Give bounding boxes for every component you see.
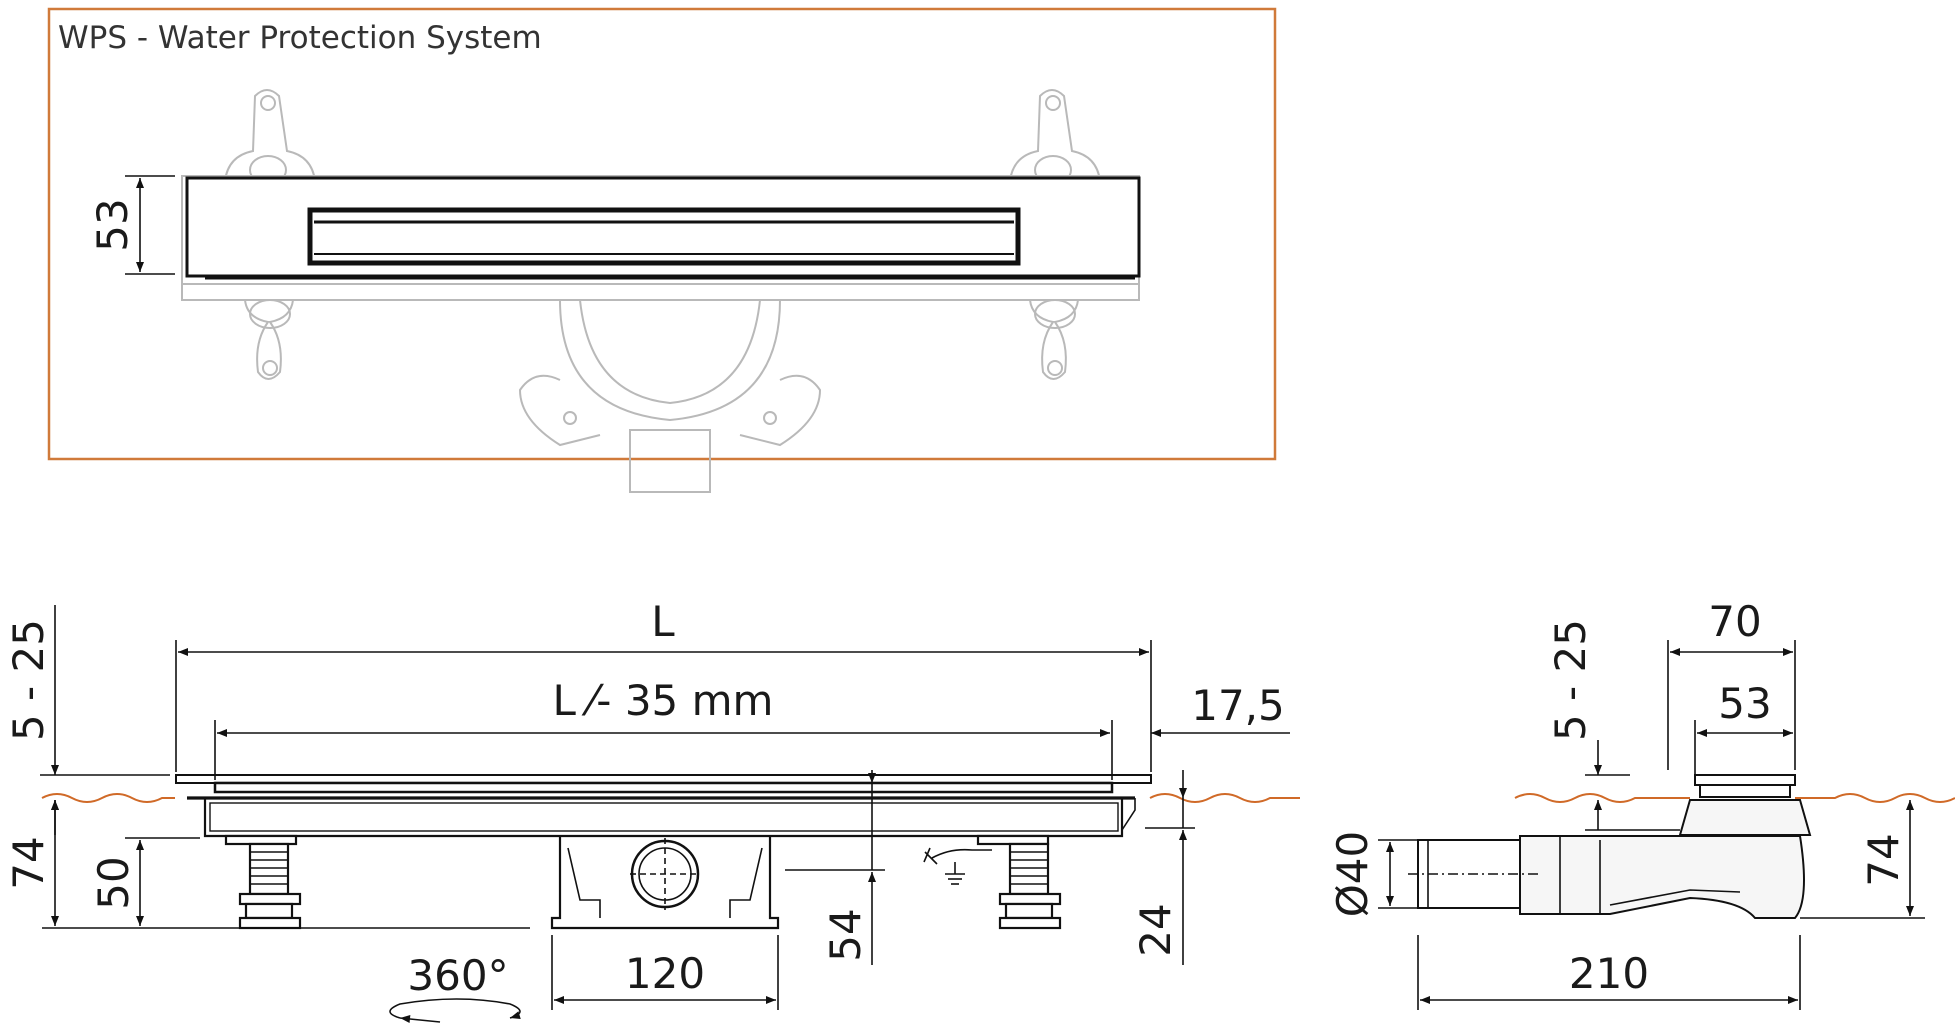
dim-diameter-40: Ø40 (1328, 831, 1418, 918)
ghost-assembly (181, 89, 1140, 493)
rotation-indicator: 360° (389, 951, 521, 1023)
dim-120: 120 (551, 935, 779, 1010)
dim-17-5: 17,5 (1151, 681, 1290, 737)
rotation-label: 360° (407, 951, 508, 1000)
dim-210-label: 210 (1569, 949, 1649, 998)
dim-L-minus-35: L ⁄- 35 mm (214, 676, 1113, 780)
left-foot (224, 834, 302, 930)
dim-74-front-label: 74 (4, 836, 53, 889)
dim-50-label: 50 (89, 856, 138, 909)
dim-53-side: 53 (1694, 679, 1793, 775)
dim-74-front: 74 (4, 800, 59, 926)
dim-70: 70 (1667, 597, 1796, 770)
dim-24-label: 24 (1131, 903, 1180, 956)
wps-drain (185, 176, 1141, 280)
front-view: L L ⁄- 35 mm 17,5 5 - 25 74 (4, 597, 1300, 1023)
dim-120-label: 120 (625, 949, 705, 998)
dim-5-25-side-label: 5 - 25 (1546, 619, 1595, 741)
side-body (1408, 835, 1805, 919)
dim-53-label: 53 (88, 198, 137, 251)
side-view: 70 53 5 - 25 Ø40 74 (1328, 597, 1955, 1010)
wps-panel: WPS - Water Protection System (47, 7, 1277, 493)
dim-L: L (175, 597, 1152, 772)
dim-24: 24 (1131, 770, 1195, 965)
dim-54-label: 54 (821, 908, 870, 961)
floor-line-left (41, 793, 175, 803)
dim-diameter-40-label: Ø40 (1328, 831, 1377, 918)
dim-17-5-label: 17,5 (1191, 681, 1285, 730)
front-outlet (550, 836, 780, 930)
dim-74-side: 74 (1800, 800, 1925, 919)
dim-50: 50 (89, 837, 200, 926)
right-foot (976, 834, 1062, 930)
dim-L-minus-35-label: L ⁄- 35 mm (553, 676, 774, 725)
dim-74-side-label: 74 (1859, 833, 1908, 886)
dim-210: 210 (1417, 935, 1801, 1010)
floor-line-right (1149, 793, 1300, 803)
dim-54: 54 (785, 770, 885, 965)
dim-5-25-front: 5 - 25 (4, 605, 170, 835)
dim-53-side-label: 53 (1718, 679, 1771, 728)
dim-70-label: 70 (1708, 597, 1761, 646)
wps-panel-frame (47, 7, 1277, 461)
front-drain-body (175, 774, 1152, 838)
dim-5-25-front-label: 5 - 25 (4, 619, 53, 741)
wps-panel-title: WPS - Water Protection System (58, 20, 542, 56)
dim-L-label: L (651, 597, 675, 646)
dim-53-panel: 53 (88, 175, 175, 275)
floor-line-side (1514, 793, 1955, 803)
ground-symbol (923, 847, 992, 885)
dim-5-25-side: 5 - 25 (1546, 619, 1680, 831)
side-grate (1678, 774, 1812, 836)
